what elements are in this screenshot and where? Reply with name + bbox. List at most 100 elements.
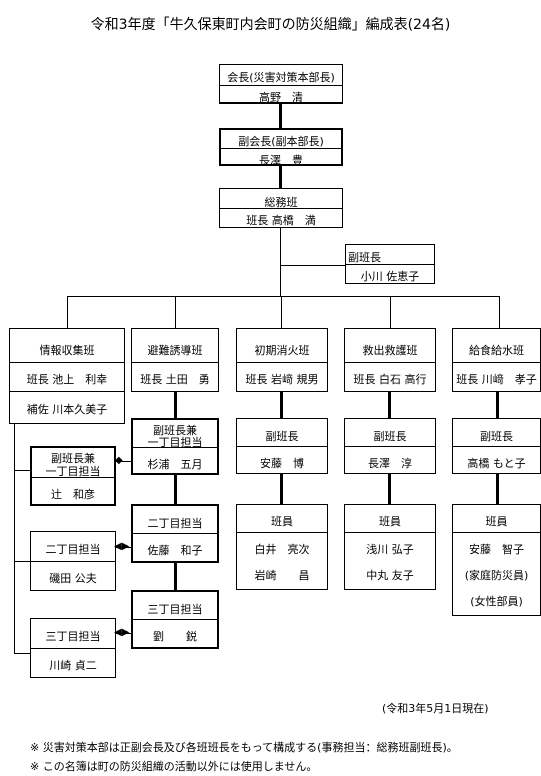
chair-name: 高野 清 (259, 91, 303, 104)
connector-ga-teams (280, 228, 281, 296)
vice-chair-separator (221, 148, 341, 149)
water-members-sep (453, 532, 540, 533)
info-sub3-sep (31, 648, 115, 649)
general-affairs-sub-separator (346, 264, 434, 265)
water-connector-1 (496, 392, 499, 418)
evac-team-leader: 班長 土田 勇 (140, 373, 210, 386)
chair-separator (220, 85, 342, 86)
water-members-box: 班員 安藤 智子 (家庭防災員) (女性部員) (452, 504, 541, 616)
rescue-members-sep (345, 532, 435, 533)
double-arrow-icon: ◆ (115, 455, 123, 466)
evac-team-name: 避難誘導班 (147, 344, 203, 357)
footnote: ※ 災害対策本部は正副会長及び各班班長をもって構成する(事務担当：総務班副班長)… (30, 741, 458, 754)
fire-connector-1 (280, 392, 283, 418)
info-sub1-box: 副班長兼 一丁目担当 辻 和彦 (30, 446, 116, 506)
evac-sub2-role: 二丁目担当 (147, 517, 203, 530)
water-member: 安藤 智子 (469, 543, 524, 556)
water-team-leader: 班長 川﨑 孝子 (456, 373, 537, 386)
fire-team-name: 初期消火班 (254, 344, 310, 357)
fire-sub-name: 安藤 博 (260, 457, 304, 470)
evac-connector-1 (174, 392, 177, 418)
info-team-name: 情報収集班 (39, 344, 95, 357)
info-team-sep2 (10, 391, 124, 392)
evac-sub1-sep (133, 447, 217, 448)
evac-sub2-name: 佐藤 和子 (147, 544, 203, 557)
water-team-box: 給食給水班 班長 川﨑 孝子 (452, 328, 541, 392)
evac-connector-2 (174, 475, 177, 504)
coord-line-3 (116, 633, 131, 634)
fire-sub-box: 副班長 安藤 博 (236, 418, 328, 474)
vice-chair-box: 副会長(副本部長) 長澤 豊 (219, 128, 343, 167)
fire-team-leader: 班長 岩﨑 規男 (245, 373, 319, 386)
chair-box: 会長(災害対策本部長) 高野 清 (219, 64, 343, 104)
connector-team-water (499, 296, 500, 328)
water-member: (女性部員) (470, 595, 523, 608)
connector-team-rescue (390, 296, 391, 328)
fire-member-role: 班員 (271, 515, 293, 528)
fire-team-sep (237, 362, 327, 363)
evac-team-box: 避難誘導班 班長 土田 勇 (131, 328, 219, 392)
fire-member: 白井 亮次 (254, 543, 310, 556)
fire-team-box: 初期消火班 班長 岩﨑 規男 (236, 328, 328, 392)
general-affairs-team: 総務班 (264, 196, 298, 209)
fire-connector-2 (280, 474, 283, 504)
general-affairs-separator (220, 208, 342, 209)
connector-team-fire (281, 296, 282, 328)
info-branch-2 (14, 561, 30, 562)
evac-sub3-box: 三丁目担当 劉 鋭 (131, 590, 219, 649)
connector-team-info (67, 296, 68, 328)
info-sub3-box: 三丁目担当 川崎 貞二 (30, 618, 116, 678)
general-affairs-sub-role: 副班長 (348, 251, 381, 264)
fire-sub-role: 副班長 (265, 430, 299, 443)
evac-sub2-sep (133, 533, 217, 534)
date-note: (令和3年5月1日現在) (382, 702, 489, 715)
evac-connector-3 (174, 563, 177, 590)
info-sub1-sep (32, 477, 114, 478)
evac-team-sep (132, 362, 218, 363)
info-sub2-name: 磯田 公夫 (49, 572, 97, 585)
fire-member: 岩崎 昌 (254, 569, 310, 582)
rescue-team-name: 救出救護班 (362, 344, 418, 357)
rescue-sub-box: 副班長 長澤 淳 (344, 418, 436, 474)
info-sub3-role: 三丁目担当 (45, 630, 101, 643)
rescue-sub-name: 長澤 淳 (368, 457, 412, 470)
water-connector-2 (496, 474, 499, 504)
connector-chair-vice (279, 104, 282, 130)
info-sub1-role-line2: 一丁目担当 (45, 465, 101, 478)
info-sub2-box: 二丁目担当 磯田 公夫 (30, 531, 116, 591)
info-sub2-role: 二丁目担当 (45, 543, 101, 556)
evac-sub1-box: 副班長兼 一丁目担当 杉浦 五月 (131, 418, 219, 475)
coord-line-1 (116, 461, 131, 462)
connector-vice-ga (279, 165, 282, 188)
rescue-member: 浅川 弘子 (366, 543, 414, 556)
rescue-sub-sep (345, 446, 435, 447)
page-title: 令和3年度「牛久保東町内会町の防災組織」編成表(24名) (90, 17, 451, 33)
fire-members-box: 班員 白井 亮次 岩崎 昌 (236, 504, 328, 590)
water-team-name: 給食給水班 (469, 344, 524, 357)
connector-ga-sub-line (281, 265, 345, 266)
evac-sub1-name: 杉浦 五月 (147, 458, 203, 471)
rescue-member-role: 班員 (379, 515, 401, 528)
evac-sub1-role-line2: 一丁目担当 (147, 436, 203, 449)
general-affairs-box: 総務班 班長 高橋 満 (219, 188, 343, 228)
general-affairs-leader: 班長 高橋 満 (246, 214, 316, 227)
info-sub2-sep (31, 561, 115, 562)
info-branch-vertical (14, 424, 15, 654)
chair-role: 会長(災害対策本部長) (227, 71, 335, 84)
evac-sub1-role-line1: 副班長兼 (153, 424, 197, 437)
rescue-members-box: 班員 浅川 弘子 中丸 友子 (344, 504, 436, 590)
info-team-box: 情報収集班 班長 池上 利幸 補佐 川本久美子 (9, 328, 125, 424)
rescue-sub-role: 副班長 (373, 430, 407, 443)
fire-members-sep (237, 532, 327, 533)
water-sub-name: 高橋 もと子 (467, 457, 526, 470)
evac-sub3-role: 三丁目担当 (147, 603, 203, 616)
water-sub-sep (453, 446, 540, 447)
water-sub-box: 副班長 高橋 もと子 (452, 418, 541, 474)
water-member-role: 班員 (485, 515, 508, 528)
evac-sub2-box: 二丁目担当 佐藤 和子 (131, 504, 219, 563)
info-sub1-name: 辻 和彦 (51, 488, 95, 501)
coord-line-2 (116, 547, 131, 548)
rescue-team-box: 救出救護班 班長 白石 高行 (344, 328, 436, 392)
water-sub-role: 副班長 (480, 430, 513, 443)
info-sub3-name: 川崎 貞二 (49, 659, 97, 672)
